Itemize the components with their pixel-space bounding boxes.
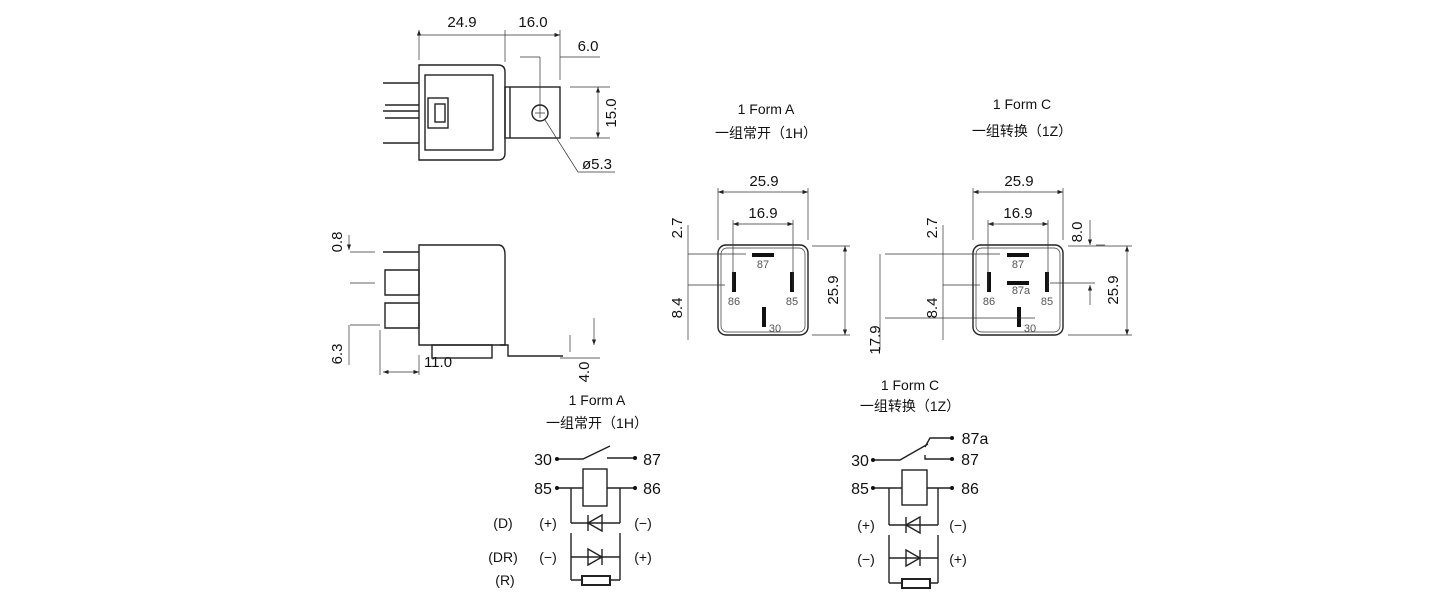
- form-c-subtitle: 一组转换（1Z）: [972, 123, 1072, 139]
- dim-label: 16.0: [518, 14, 547, 31]
- pin-label: 30: [1024, 323, 1036, 335]
- pin-label: 30: [769, 323, 781, 335]
- dim-label: 15.0: [603, 98, 620, 127]
- dim-label: 6.3: [329, 344, 346, 365]
- dim-label: 2.7: [669, 218, 686, 239]
- terminal-label: 30: [534, 452, 552, 469]
- dim-label: 17.9: [867, 325, 884, 354]
- terminal-label: 85: [534, 481, 552, 498]
- pin-label: 87: [1012, 259, 1024, 271]
- terminal-label: 87: [643, 452, 661, 469]
- dim-label: 25.9: [1105, 275, 1122, 304]
- schematic-form-a: 1 Form A 一组常开（1H） 30 87 85 86 (D) (DR) (…: [488, 392, 661, 588]
- top-view: 24.9 16.0 6.0 15.0 ø5.3: [383, 14, 620, 173]
- form-a-subtitle: 一组常开（1H）: [715, 125, 817, 141]
- polarity-label: (+): [539, 515, 557, 531]
- dim-label: ø5.3: [582, 156, 612, 173]
- variant-label: (DR): [488, 549, 518, 565]
- coil-icon: [901, 469, 928, 506]
- dim-label: 8.4: [669, 298, 686, 319]
- diode-icon: [904, 515, 921, 535]
- schematic-subtitle: 一组转换（1Z）: [860, 398, 960, 414]
- dim-label: 16.9: [748, 205, 777, 222]
- pin-label: 86: [728, 296, 740, 308]
- terminal-label: 87: [961, 452, 979, 469]
- terminal-label: 87a: [962, 431, 989, 448]
- pin-label: 85: [1041, 296, 1053, 308]
- dim-label: 0.8: [329, 232, 346, 253]
- dim-label: 11.0: [424, 354, 452, 371]
- coil-icon: [582, 468, 608, 507]
- polarity-label: (+): [857, 517, 875, 533]
- form-c-title: 1 Form C: [993, 96, 1051, 112]
- dim-label: 8.4: [924, 298, 941, 319]
- polarity-label: (+): [949, 551, 967, 567]
- form-c-pin-view: 1 Form C 一组转换（1Z） 87 87a 86 85 30 25.9 1…: [867, 96, 1132, 355]
- variant-label: (D): [493, 515, 512, 531]
- dim-label: 8.0: [1069, 222, 1086, 243]
- dim-label: 6.0: [578, 38, 599, 55]
- form-a-title: 1 Form A: [738, 101, 795, 117]
- schematic-title: 1 Form C: [881, 377, 939, 393]
- variant-label: (R): [495, 572, 514, 588]
- pin-label: 87a: [1012, 285, 1031, 297]
- dim-label: 2.7: [924, 218, 941, 239]
- pin-label: 86: [983, 296, 995, 308]
- schematic-form-c: 1 Form C 一组转换（1Z） 30 87a 87 85 86 (+) (−…: [851, 377, 989, 589]
- polarity-label: (−): [857, 551, 875, 567]
- dim-label: 25.9: [749, 173, 778, 190]
- dim-label: 24.9: [447, 14, 476, 31]
- terminal-label: 85: [851, 481, 869, 498]
- polarity-label: (−): [539, 549, 557, 565]
- pin-label: 85: [786, 296, 798, 308]
- dim-label: 16.9: [1003, 205, 1032, 222]
- form-a-pin-view: 1 Form A 一组常开（1H） 87 86 85 30 25.9 16.9 …: [669, 101, 850, 340]
- pin-label: 87: [757, 259, 769, 271]
- diode-icon: [586, 513, 603, 533]
- diode-icon: [905, 548, 922, 568]
- dim-label: 4.0: [576, 362, 593, 383]
- dim-label: 25.9: [825, 275, 842, 304]
- terminal-label: 30: [851, 453, 869, 470]
- schematic-title: 1 Form A: [569, 392, 626, 408]
- polarity-label: (+): [634, 549, 652, 565]
- terminal-label: 86: [961, 481, 979, 498]
- resistor-icon: [901, 578, 931, 589]
- diode-icon: [587, 547, 604, 567]
- dim-label: 25.9: [1004, 173, 1033, 190]
- polarity-label: (−): [634, 515, 652, 531]
- polarity-label: (−): [949, 517, 967, 533]
- schematic-subtitle: 一组常开（1H）: [546, 415, 648, 431]
- side-view: 0.8 6.3 11.0 4.0: [329, 232, 600, 383]
- terminal-label: 86: [643, 481, 661, 498]
- resistor-icon: [581, 575, 611, 586]
